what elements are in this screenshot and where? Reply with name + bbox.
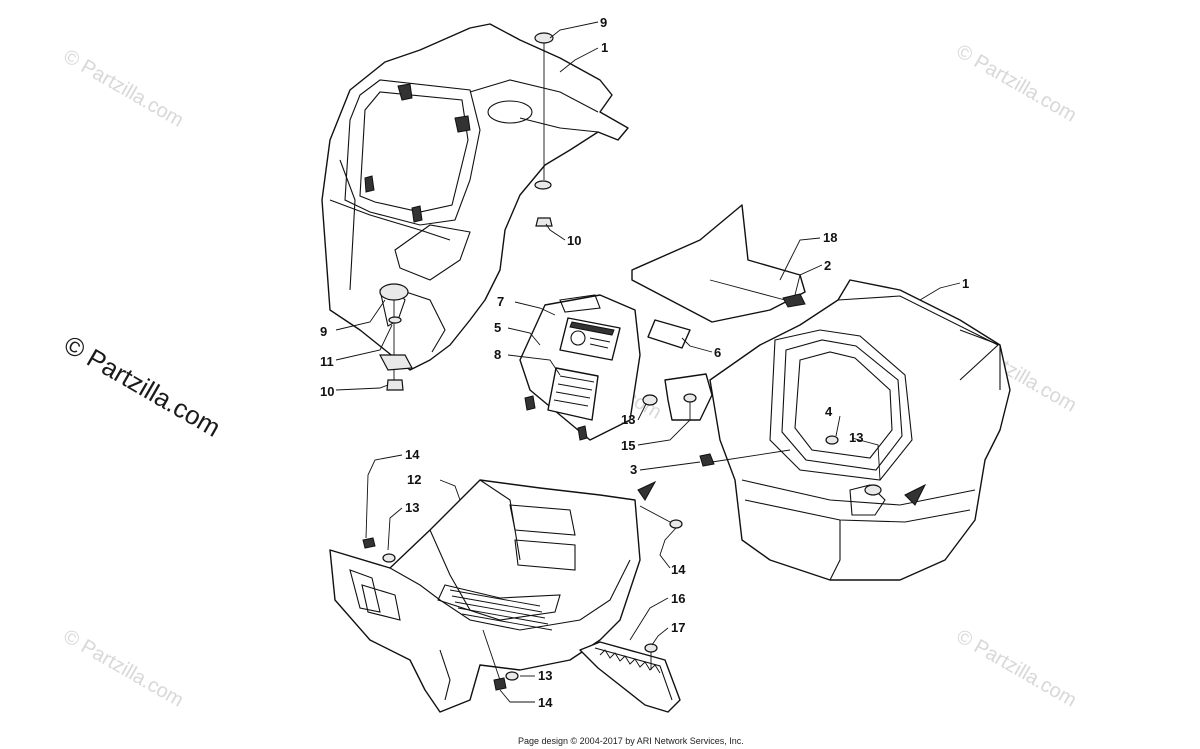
callout-11: 11 bbox=[320, 354, 334, 369]
part-5-lid bbox=[519, 294, 641, 441]
part-2-clip bbox=[782, 293, 806, 308]
callout-10-left: 10 bbox=[320, 384, 334, 399]
part-1-right-fender bbox=[709, 279, 1011, 581]
callout-13-left: 13 bbox=[405, 500, 419, 515]
watermark-bottom-right: © Partzilla.com bbox=[953, 625, 1081, 711]
part-18-pad bbox=[631, 204, 806, 323]
callout-5: 5 bbox=[494, 320, 501, 335]
callout-8: 8 bbox=[494, 347, 501, 362]
callout-1-right: 1 bbox=[962, 276, 969, 291]
callout-3: 3 bbox=[630, 462, 637, 477]
watermark-bottom-left: © Partzilla.com bbox=[60, 625, 188, 711]
callout-13-mid: 13 bbox=[621, 412, 635, 427]
callout-18: 18 bbox=[823, 230, 837, 245]
callout-17: 17 bbox=[671, 620, 685, 635]
callout-4: 4 bbox=[825, 404, 833, 419]
callout-14-top: 14 bbox=[405, 447, 420, 462]
part-9-grommet-top bbox=[534, 32, 554, 227]
watermark-top-left: © Partzilla.com bbox=[60, 45, 188, 131]
callout-1-upper: 1 bbox=[601, 40, 608, 55]
part-9-11-10-stack bbox=[379, 283, 413, 391]
part-6-pad bbox=[647, 319, 691, 349]
callout-14-bottom: 14 bbox=[538, 695, 553, 710]
callout-13-bottom: 13 bbox=[538, 668, 552, 683]
callout-7: 7 bbox=[497, 294, 504, 309]
part-15-bracket bbox=[642, 373, 713, 421]
callout-14-right: 14 bbox=[671, 562, 686, 577]
watermark-top-right: © Partzilla.com bbox=[953, 40, 1081, 126]
callout-6: 6 bbox=[714, 345, 721, 360]
footer-copyright: Page design © 2004-2017 by ARI Network S… bbox=[518, 736, 744, 746]
leader-lines bbox=[335, 21, 961, 703]
callout-2: 2 bbox=[824, 258, 831, 273]
callouts: 1 9 10 9 11 10 18 2 1 7 5 8 6 13 15 4 13… bbox=[320, 15, 969, 710]
watermark-large-left: © Partzilla.com bbox=[59, 329, 226, 443]
part-3-nut bbox=[699, 453, 715, 467]
part-16-tread-plate bbox=[579, 641, 681, 713]
callout-12: 12 bbox=[407, 472, 421, 487]
part-1-upper-fender bbox=[321, 23, 629, 371]
part-12-floorboard bbox=[329, 479, 683, 713]
callout-9-left: 9 bbox=[320, 324, 327, 339]
floor-tread bbox=[449, 589, 553, 631]
callout-16: 16 bbox=[671, 591, 685, 606]
callout-15: 15 bbox=[621, 438, 635, 453]
callout-13-right: 13 bbox=[849, 430, 863, 445]
callout-10-upper: 10 bbox=[567, 233, 581, 248]
callout-9-upper: 9 bbox=[600, 15, 607, 30]
part-17-screw bbox=[644, 643, 658, 670]
